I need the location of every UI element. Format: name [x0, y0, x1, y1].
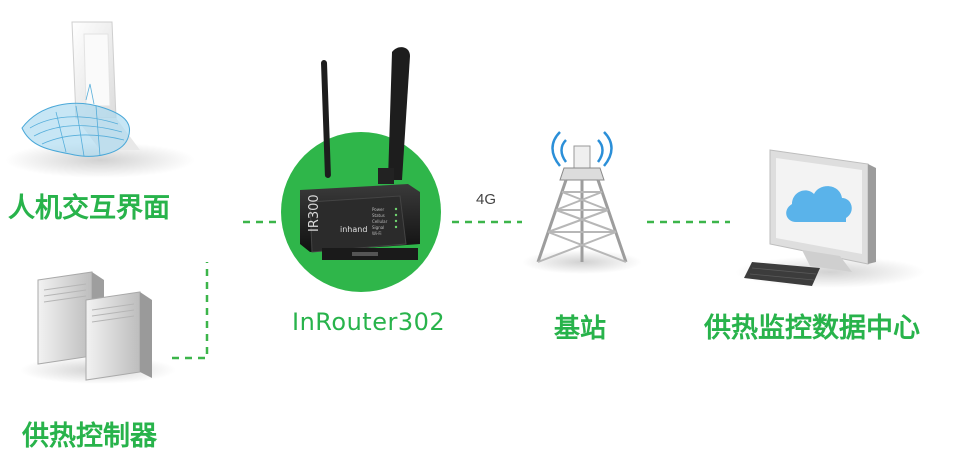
- label-hmi: 人机交互界面: [8, 193, 170, 224]
- router-led-labels: Power Status Cellular Signal Wi-Fi: [372, 207, 388, 236]
- led-label: Signal: [372, 225, 384, 230]
- label-base-station: 基站: [554, 314, 607, 344]
- led-label: Power: [372, 207, 384, 212]
- router-model-text: IR300: [307, 194, 322, 232]
- router-with-antennas-icon: IR300 inhand Power Status Cellular Signa…: [281, 47, 441, 292]
- label-controller: 供热控制器: [22, 421, 157, 452]
- touch-panel-hand-icon: [5, 21, 195, 178]
- led-label: Status: [372, 213, 385, 218]
- label-router: InRouter302: [292, 308, 446, 336]
- led-label: Cellular: [372, 219, 388, 224]
- led-label: Wi-Fi: [372, 231, 382, 236]
- router-brand-text: inhand: [340, 225, 367, 234]
- cloud-monitor-icon: [735, 149, 925, 288]
- link-controller-router: [172, 262, 209, 360]
- label-4g-link: 4G: [476, 191, 497, 208]
- cell-tower-icon: [522, 131, 642, 274]
- dashed-links: [172, 220, 730, 360]
- label-data-center: 供热监控数据中心: [704, 313, 920, 344]
- controller-cabinet-icon: [20, 271, 176, 384]
